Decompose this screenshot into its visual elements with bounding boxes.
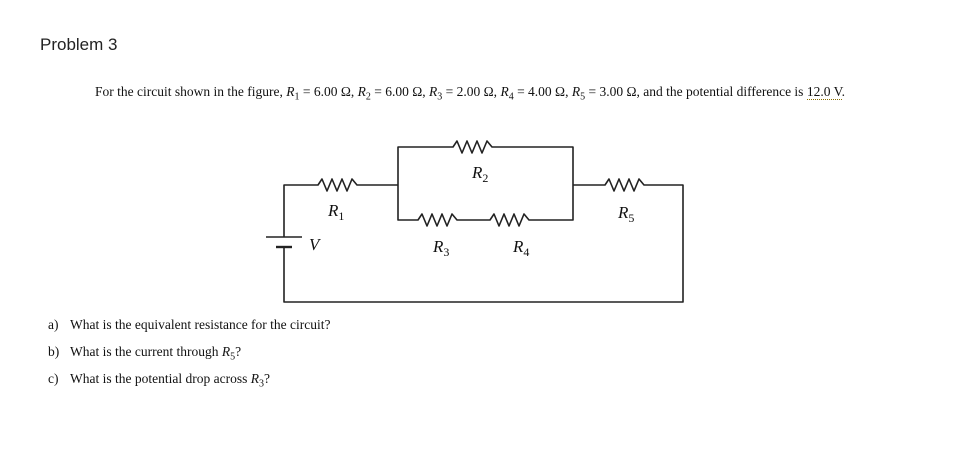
voltage-label: V xyxy=(309,235,322,254)
question-label: c) xyxy=(48,371,59,386)
r5-symbol: R xyxy=(221,344,231,359)
question-b: b) What is the current through R5? xyxy=(48,343,331,370)
question-list: a) What is the equivalent resistance for … xyxy=(48,316,331,397)
r5-label: R5 xyxy=(617,203,634,225)
r2-value: = 6.00 Ω, xyxy=(370,84,426,99)
question-a: a) What is the equivalent resistance for … xyxy=(48,316,331,343)
r2-subscript: 2 xyxy=(365,91,371,103)
question-mark: ? xyxy=(263,371,270,386)
r3-value: = 2.00 Ω, xyxy=(442,84,498,99)
battery-icon xyxy=(266,236,302,249)
question-text: What is the potential drop across xyxy=(70,371,248,386)
r1-symbol: R xyxy=(286,84,295,99)
r2-resistor xyxy=(397,140,574,185)
r3-label: R3 xyxy=(432,237,449,259)
r1-label: R1 xyxy=(327,201,344,223)
r5-symbol: R xyxy=(571,84,581,99)
r3-symbol: R xyxy=(429,84,438,99)
question-c: c) What is the potential drop across R3? xyxy=(48,370,331,397)
r4-subscript: 4 xyxy=(508,91,514,103)
voltage-value: 12.0 V xyxy=(806,84,842,100)
r3-subscript: 3 xyxy=(437,91,443,103)
question-text: What is the equivalent resistance for th… xyxy=(70,317,331,332)
r5-subscript: 5 xyxy=(580,91,586,103)
problem-title: Problem 3 xyxy=(40,35,118,54)
r4-label: R4 xyxy=(512,237,529,259)
r3-r4-resistors xyxy=(397,185,574,227)
question-label: b) xyxy=(48,344,60,359)
r2-symbol: R xyxy=(357,84,366,99)
r4-value: = 4.00 Ω, xyxy=(513,84,569,99)
question-label: a) xyxy=(48,317,59,332)
problem-statement: For the circuit shown in the figure, R1 … xyxy=(55,80,915,109)
r5-resistor xyxy=(283,178,684,303)
intro-period: . xyxy=(841,84,845,99)
r1-value: = 6.00 Ω, xyxy=(299,84,355,99)
r1-subscript: 1 xyxy=(294,91,300,103)
r5-value: = 3.00 Ω, xyxy=(585,84,640,99)
r4-symbol: R xyxy=(500,84,509,99)
r3-subscript: 3 xyxy=(258,378,264,390)
question-text: What is the current through xyxy=(70,344,219,359)
r2-label: R2 xyxy=(471,163,488,185)
question-mark: ? xyxy=(235,344,242,359)
r1-resistor xyxy=(283,178,398,237)
r3-symbol: R xyxy=(250,371,259,386)
intro-text-2: and the potential difference is xyxy=(643,84,804,99)
intro-text: For the circuit shown in the figure, xyxy=(95,84,283,99)
r5-subscript: 5 xyxy=(230,351,236,363)
